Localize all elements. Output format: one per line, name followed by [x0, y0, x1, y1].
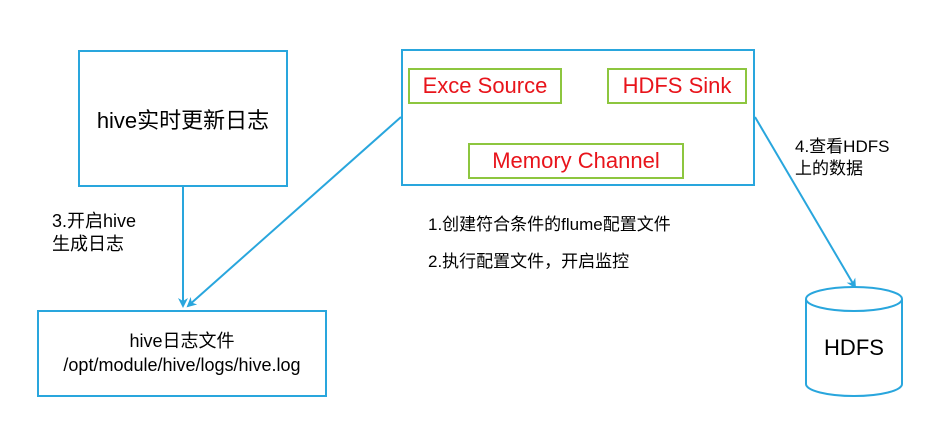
hive-log-file-path: /opt/module/hive/logs/hive.log	[63, 354, 301, 375]
step3-label: 3.开启hive 生成日志	[52, 210, 136, 255]
hdfs-sink-label: HDFS Sink	[622, 73, 732, 98]
hdfs-cylinder-icon	[805, 286, 903, 397]
step4-line1: 4.查看HDFS	[795, 137, 890, 156]
exec-source-label: Exce Source	[422, 73, 548, 98]
memory-channel-label: Memory Channel	[492, 148, 660, 173]
step4-label: 4.查看HDFS 上的数据	[795, 136, 889, 180]
hdfs-label: HDFS	[824, 335, 884, 361]
hive-realtime-log-label: hive实时更新日志	[96, 107, 270, 133]
step4-line2: 上的数据	[795, 159, 863, 179]
step3-line2: 生成日志	[52, 233, 124, 254]
exec-source-box: Exce Source	[408, 68, 562, 104]
hive-log-file-box: hive日志文件 /opt/module/hive/logs/hive.log	[37, 310, 327, 397]
memory-channel-box: Memory Channel	[468, 143, 684, 179]
arrow-flume-to-hdfs	[754, 116, 857, 289]
step2-label: 2.执行配置文件，开启监控	[428, 252, 630, 271]
step1-label: 1.创建符合条件的flume配置文件	[428, 215, 671, 234]
hive-log-file-title: hive日志文件	[129, 331, 235, 352]
hive-realtime-log-box: hive实时更新日志	[78, 50, 288, 187]
step3-line1: 3.开启hive	[52, 211, 137, 231]
hdfs-sink-box: HDFS Sink	[607, 68, 747, 104]
arrow-flume-to-log	[186, 116, 402, 308]
